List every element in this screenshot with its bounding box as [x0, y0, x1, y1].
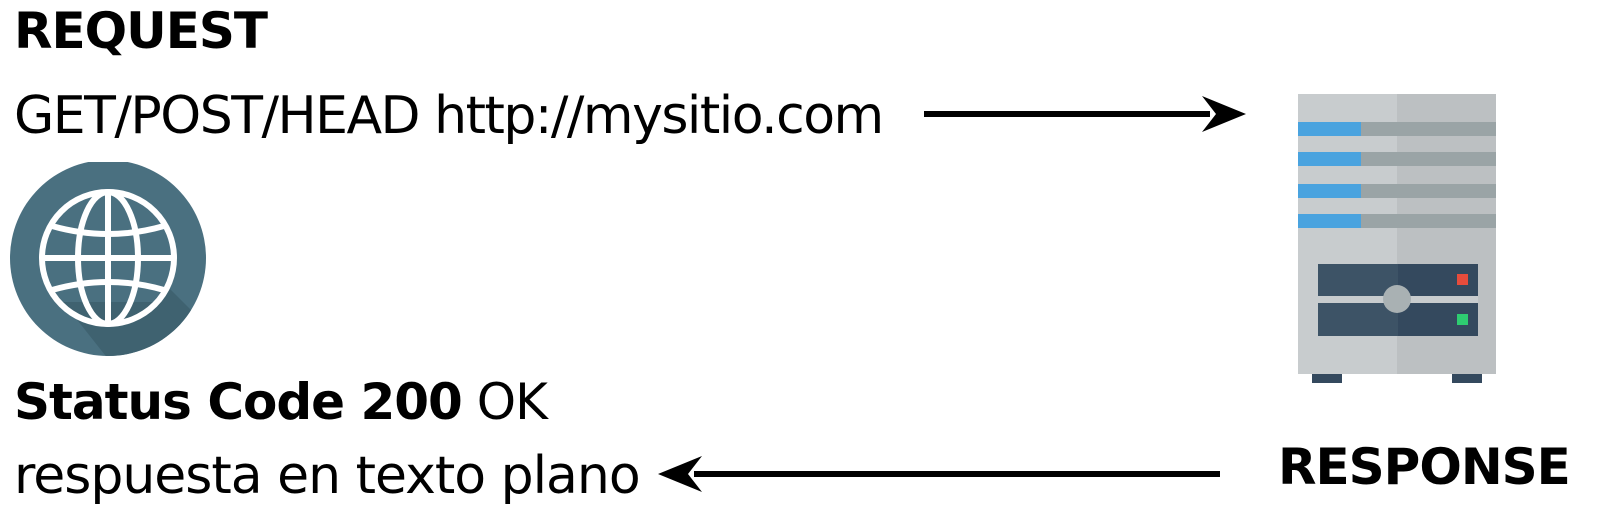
status-line: Status Code 200 OK	[14, 377, 548, 427]
globe-icon	[10, 162, 206, 356]
response-body-text: respuesta en texto plano	[14, 446, 641, 506]
arrow-left-icon	[658, 456, 1220, 492]
request-title: REQUEST	[14, 2, 268, 60]
status-text: OK	[461, 373, 548, 431]
status-code-label: Status Code 200	[14, 373, 463, 431]
response-title: RESPONSE	[1278, 438, 1571, 496]
arrow-right-icon	[924, 96, 1246, 132]
request-line: GET/POST/HEAD http://mysitio.com	[14, 86, 884, 146]
server-icon	[1298, 94, 1496, 383]
